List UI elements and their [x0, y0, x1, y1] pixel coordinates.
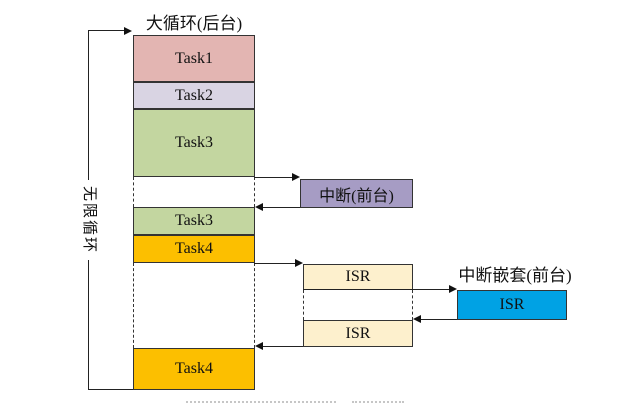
- interrupt-box-label: 中断(前台): [319, 187, 394, 205]
- isr-return-arrowhead-icon: [255, 342, 263, 350]
- isr-gap-right-dashed-edge: [412, 290, 413, 320]
- background-loop-title: 大循环(后台): [145, 14, 243, 33]
- interrupt-return-line: [262, 207, 300, 208]
- task-slice-task3-first: Task3: [133, 109, 255, 177]
- isr-box-bottom: ISR: [303, 320, 413, 347]
- task-slice-task4-first: Task4: [133, 235, 255, 263]
- column-gap1-right-dashed-edge: [254, 177, 255, 207]
- column-gap1-left-dashed-edge: [133, 177, 134, 207]
- nested-isr-box: ISR: [457, 290, 567, 320]
- cropped-caption-fragments: [186, 401, 336, 403]
- interrupt-entry-line: [254, 177, 294, 178]
- task-slice-task2: Task2: [133, 82, 255, 109]
- column-gap2-left-dashed-edge: [133, 263, 134, 348]
- task4-resumed-label: Task4: [175, 360, 213, 377]
- interrupt-box: 中断(前台): [300, 179, 413, 208]
- loop-entry-arrowhead-icon: [124, 27, 132, 35]
- interrupt-entry-arrowhead-icon: [292, 173, 300, 181]
- task2-label: Task2: [175, 86, 213, 104]
- interrupt-return-arrowhead-icon: [255, 203, 263, 211]
- task3-resumed-label: Task3: [175, 212, 213, 229]
- isr-top-label: ISR: [345, 268, 371, 285]
- nested-isr-label: ISR: [499, 296, 525, 313]
- nested-isr-return-arrowhead-icon: [413, 315, 421, 323]
- isr-return-line: [262, 346, 303, 347]
- nested-isr-entry-line: [303, 289, 453, 290]
- infinite-loop-label-wrap: 无限循环: [81, 180, 97, 260]
- isr-bottom-label: ISR: [345, 324, 371, 342]
- cropped-caption-fragments: [352, 401, 404, 403]
- isr-box-top: ISR: [303, 264, 413, 290]
- infinite-loop-label: 无限循环: [81, 180, 97, 260]
- loop-bottom-line: [88, 389, 134, 390]
- isr-entry-arrowhead-icon: [295, 259, 303, 267]
- isr-gap-left-dashed-edge: [303, 290, 304, 320]
- loop-top-line: [88, 30, 124, 31]
- column-gap2-right-dashed-edge: [254, 263, 255, 348]
- task-slice-task1: Task1: [133, 35, 255, 82]
- task-slice-task3-resumed: Task3: [133, 207, 255, 235]
- nested-interrupt-title: 中断嵌套(前台): [458, 266, 572, 285]
- nested-isr-return-line: [419, 319, 457, 320]
- task3-label: Task3: [175, 134, 213, 151]
- task1-label: Task1: [175, 49, 213, 67]
- nested-isr-entry-arrowhead-icon: [449, 285, 457, 293]
- task4-label: Task4: [175, 240, 213, 257]
- task-slice-task4-resumed: Task4: [133, 348, 255, 390]
- isr-entry-line: [254, 263, 296, 264]
